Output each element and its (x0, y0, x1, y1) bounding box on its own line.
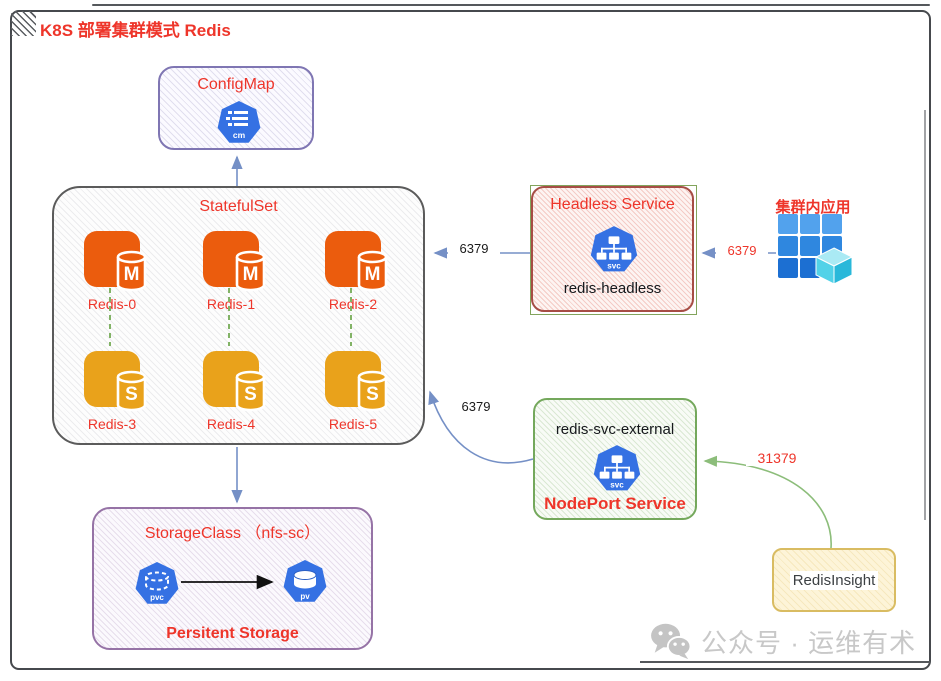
configmap-icon: cm (217, 101, 261, 143)
nodeport-service-box: redis-svc-external svc NodePort Service (533, 398, 697, 520)
cube-glyph (814, 247, 854, 285)
frame-sketch-stroke (640, 661, 930, 663)
redis-replica-icon: S (203, 351, 266, 412)
watermark-text: 公众号 · 运维有术 (701, 627, 917, 658)
nodeport-service-title: NodePort Service (544, 494, 686, 513)
diagram-frame (10, 10, 931, 670)
port-label-app-to-headless: 6379 (716, 243, 768, 258)
headless-service-title: Headless Service (550, 196, 675, 213)
redis-master-icon: M (203, 231, 266, 292)
svg-text:M: M (124, 264, 140, 285)
redis-node-label: Redis-4 (206, 416, 256, 432)
svg-text:cm: cm (233, 130, 246, 140)
wechat-icon (651, 623, 692, 660)
svg-text:M: M (243, 264, 259, 285)
network-tree-glyph (599, 455, 635, 479)
redis-node-label: Redis-5 (328, 416, 378, 432)
headless-service-outline (530, 185, 697, 315)
diagram-title: K8S 部署集群模式 Redis (40, 21, 231, 40)
svg-text:pvc: pvc (150, 593, 164, 602)
redis-master-icon: M (325, 231, 388, 292)
configmap-title: ConfigMap (197, 76, 275, 93)
storageclass-title: StorageClass （nfs-sc） (144, 525, 321, 542)
list-glyph (226, 111, 248, 126)
redis-replica-icon: S (325, 351, 388, 412)
svg-text:svc: svc (607, 261, 621, 270)
redis-node-label: Redis-2 (328, 296, 378, 312)
storage-caption: Persitent Storage (166, 625, 299, 642)
redis-node-label: Redis-3 (87, 416, 137, 432)
redis-master-icon: M (84, 231, 147, 292)
pv-icon: pv (283, 560, 327, 602)
headless-service-name: redis-headless (563, 280, 662, 297)
statefulset-title: StatefulSet (199, 198, 278, 215)
redisinsight-box: RedisInsight (772, 548, 896, 612)
cluster-app-icon (778, 214, 854, 285)
svg-text:svc: svc (610, 480, 624, 489)
configmap-box: ConfigMap cm (158, 66, 314, 150)
network-tree-glyph (596, 236, 632, 260)
statefulset-box: StatefulSet M M M Redis-0 Redis-1 Redis-… (52, 186, 425, 445)
redisinsight-label: RedisInsight (789, 570, 879, 590)
svg-text:S: S (366, 384, 379, 405)
pvc-icon: pvc (135, 562, 179, 604)
redis-node-label: Redis-1 (206, 296, 256, 312)
service-icon: svc (593, 445, 641, 491)
nodeport-service-name: redis-svc-external (555, 421, 675, 438)
redis-replica-icon: S (84, 351, 147, 412)
frame-sketch-stroke (92, 4, 930, 6)
hatch-corner-decoration (11, 11, 36, 36)
svg-text:pv: pv (300, 592, 310, 601)
svg-text:S: S (244, 384, 257, 405)
redis-node-label: Redis-0 (87, 296, 137, 312)
headless-service-box: Headless Service svc redis-headless (531, 186, 694, 312)
port-label-insight-to-nodeport: 31379 (746, 450, 808, 466)
storageclass-box: StorageClass （nfs-sc） pvc pv Persitent S… (92, 507, 373, 650)
port-label-headless-to-statefulset: 6379 (448, 241, 500, 256)
cluster-app-label: 集群内应用 (775, 199, 851, 216)
svg-text:M: M (365, 264, 381, 285)
svg-text:S: S (125, 384, 138, 405)
service-icon: svc (590, 226, 638, 272)
frame-sketch-stroke (924, 110, 926, 520)
watermark: 公众号 · 运维有术 (650, 622, 916, 660)
port-label-nodeport-to-statefulset: 6379 (450, 399, 502, 414)
